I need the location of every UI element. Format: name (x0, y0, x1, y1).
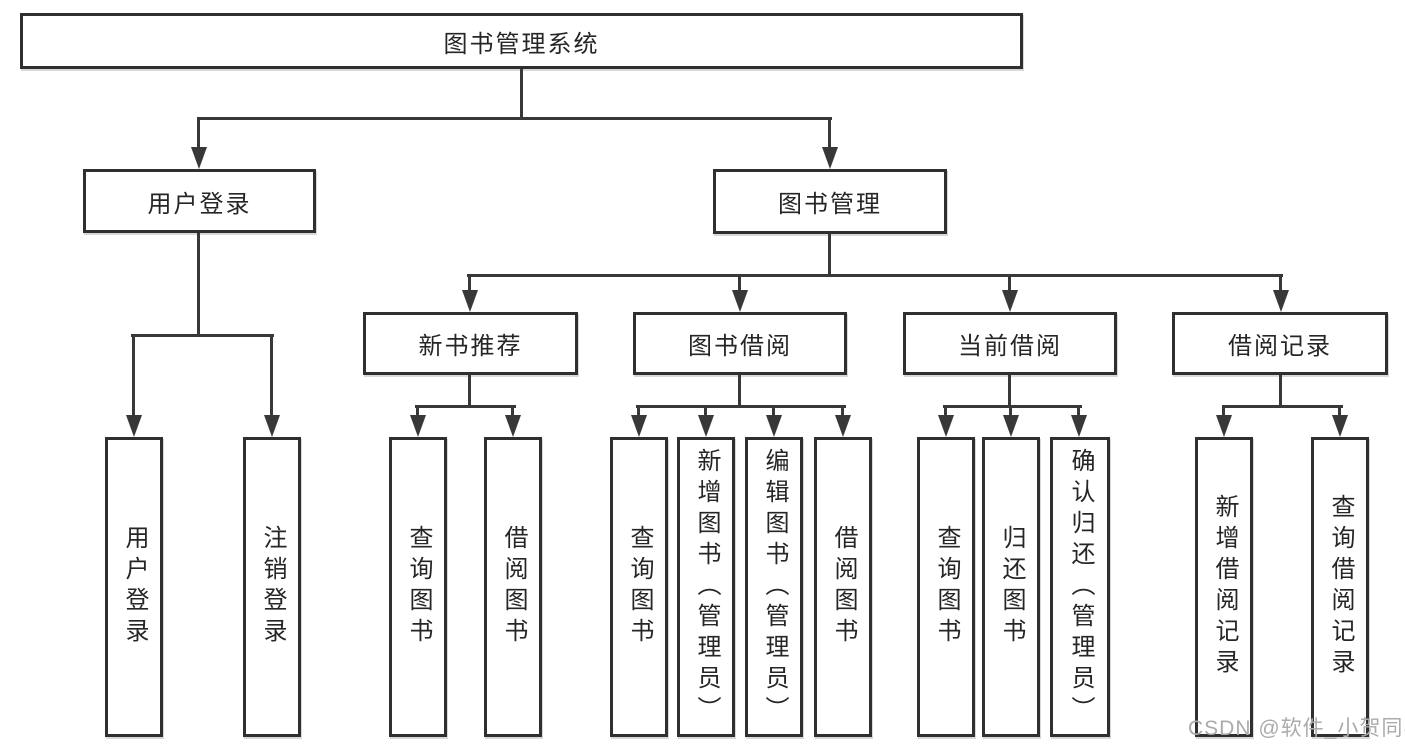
arrow-down-icon (938, 415, 954, 437)
connector-v-line (1009, 405, 1012, 420)
node-label: 借阅记录 (1228, 333, 1332, 360)
connector-v-line (637, 405, 640, 420)
connector-v-line (738, 274, 741, 296)
leaf-label: 借阅图书 (500, 525, 527, 649)
leaf-label: 用户登录 (121, 525, 148, 649)
connector-v-line (772, 405, 775, 420)
leaf-logout: 注销登录 (243, 437, 301, 737)
arrow-down-icon (1273, 290, 1289, 312)
connector-v-line (1279, 274, 1282, 296)
leaf-borrow-book: 借阅图书 (814, 437, 872, 737)
arrow-down-icon (1332, 415, 1348, 437)
node-label: 当前借阅 (958, 333, 1062, 360)
leaf-label: 新增图书（管理员） (693, 447, 720, 727)
leaf-label: 新增借阅记录 (1211, 494, 1238, 680)
connector-h-line (131, 334, 274, 337)
connector-v-line (511, 405, 514, 420)
connector-v-line (468, 375, 471, 408)
leaf-label: 确认归还（管理员） (1067, 447, 1094, 727)
node-new-book-recommendation: 新书推荐 (363, 312, 578, 375)
leaf-confirm-return-admin: 确认归还（管理员） (1050, 437, 1110, 737)
arrow-down-icon (462, 290, 478, 312)
connector-v-line (1222, 405, 1225, 420)
connector-v-line (738, 375, 741, 408)
leaf-borrow-book-recommend: 借阅图书 (484, 437, 542, 737)
arrow-down-icon (126, 415, 142, 437)
arrow-down-icon (1003, 415, 1019, 437)
leaf-query-book-current: 查询图书 (917, 437, 975, 737)
leaf-query-book-borrowing: 查询图书 (610, 437, 668, 737)
leaf-add-borrow-record: 新增借阅记录 (1195, 437, 1253, 737)
node-label: 用户登录 (147, 190, 252, 218)
connector-v-line (197, 233, 200, 337)
connector-h-line (943, 405, 1082, 408)
connector-v-line (270, 334, 273, 418)
arrow-down-icon (835, 415, 851, 437)
node-label: 图书管理系统 (443, 30, 600, 58)
node-label: 新书推荐 (418, 333, 523, 360)
leaf-label: 编辑图书（管理员） (761, 447, 788, 727)
connector-v-line (132, 334, 135, 418)
leaf-edit-book-admin: 编辑图书（管理员） (745, 437, 803, 737)
arrow-down-icon (1071, 415, 1087, 437)
connector-v-line (1338, 405, 1341, 420)
connector-v-line (828, 234, 831, 277)
leaf-return-book: 归还图书 (982, 437, 1040, 737)
connector-h-line (415, 405, 516, 408)
leaf-label: 查询图书 (933, 525, 960, 649)
connector-v-line (704, 405, 707, 420)
leaf-label: 查询图书 (626, 525, 653, 649)
connector-v-line (828, 117, 831, 150)
arrow-down-icon (1002, 290, 1018, 312)
connector-h-line (636, 405, 846, 408)
connector-h-line (197, 117, 832, 120)
connector-v-line (197, 117, 200, 150)
leaf-add-book-admin: 新增图书（管理员） (677, 437, 735, 737)
leaf-user-login: 用户登录 (105, 437, 163, 737)
node-label: 图书管理 (778, 191, 882, 218)
connector-v-line (416, 405, 419, 420)
leaf-label: 归还图书 (998, 525, 1025, 649)
leaf-label: 查询借阅记录 (1327, 494, 1354, 680)
arrow-down-icon (1216, 415, 1232, 437)
arrow-down-icon (264, 415, 280, 437)
node-book-management: 图书管理 (713, 169, 947, 234)
arrow-down-icon (766, 415, 782, 437)
connector-v-line (468, 274, 471, 296)
node-borrowing-records: 借阅记录 (1172, 312, 1388, 375)
arrow-down-icon (631, 415, 647, 437)
connector-v-line (841, 405, 844, 420)
node-user-login: 用户登录 (83, 169, 316, 233)
node-book-borrowing: 图书借阅 (633, 312, 847, 375)
connector-v-line (1008, 375, 1011, 408)
watermark-text: CSDN @软件_小贺同学 (1188, 717, 1405, 740)
connector-v-line (1077, 405, 1080, 420)
arrow-down-icon (822, 147, 838, 169)
node-library-management-system: 图书管理系统 (20, 13, 1023, 69)
connector-v-line (944, 405, 947, 420)
arrow-down-icon (191, 147, 207, 169)
node-label: 图书借阅 (688, 333, 792, 360)
connector-v-line (1008, 274, 1011, 296)
connector-h-line (1222, 405, 1343, 408)
connector-h-line (467, 274, 1283, 277)
leaf-label: 查询图书 (405, 525, 432, 649)
arrow-down-icon (698, 415, 714, 437)
arrow-down-icon (732, 290, 748, 312)
connector-v-line (520, 69, 523, 120)
arrow-down-icon (505, 415, 521, 437)
leaf-label: 借阅图书 (830, 525, 857, 649)
leaf-label: 注销登录 (259, 525, 286, 649)
arrow-down-icon (410, 415, 426, 437)
node-current-borrowing: 当前借阅 (903, 312, 1117, 375)
leaf-query-borrow-record: 查询借阅记录 (1311, 437, 1369, 737)
leaf-query-book-recommend: 查询图书 (389, 437, 447, 737)
connector-v-line (1279, 375, 1282, 408)
